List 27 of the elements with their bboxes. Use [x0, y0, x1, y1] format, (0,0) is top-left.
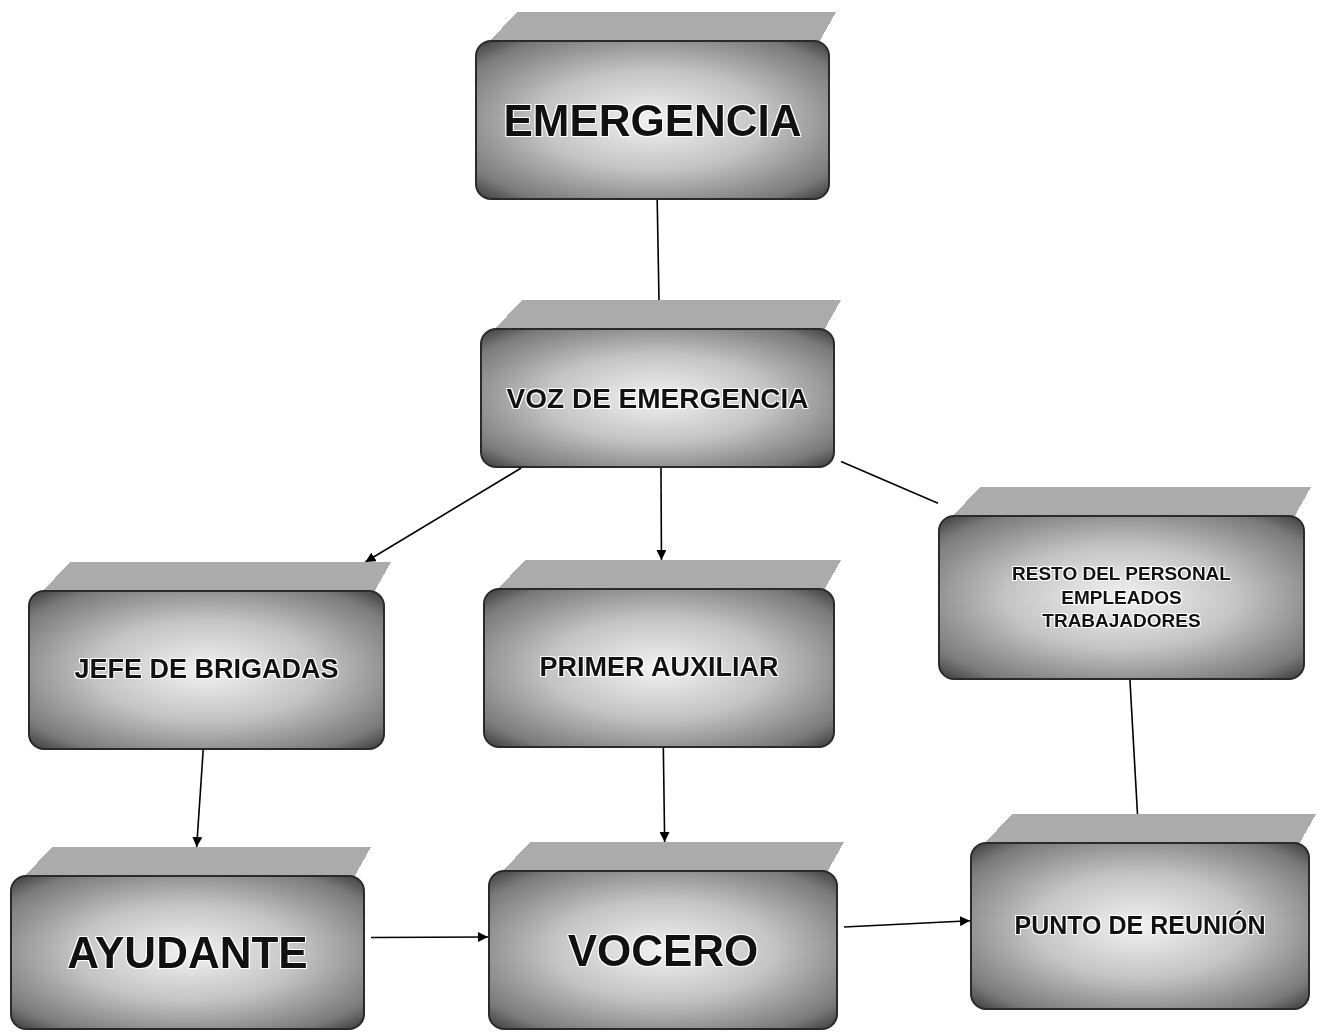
box-label: TRABAJADORES — [1042, 609, 1201, 634]
connector-line — [840, 460, 939, 505]
box-label: AYUDANTE — [67, 927, 308, 979]
process-box — [938, 487, 1311, 680]
box-label: VOCERO — [567, 924, 759, 977]
box-label: JEFE DE BRIGADAS — [74, 653, 339, 687]
arrow — [364, 467, 522, 563]
process-box — [475, 12, 836, 200]
process-box — [483, 560, 841, 748]
arrow — [192, 749, 204, 848]
box-label: PUNTO DE REUNIÓN — [1014, 910, 1266, 942]
box-label: VOZ DE EMERGENCIA — [506, 381, 809, 416]
process-box — [480, 300, 841, 468]
box-label: EMPLEADOS — [1061, 585, 1182, 610]
arrow — [659, 747, 670, 843]
connector-line — [656, 199, 660, 301]
process-box — [970, 814, 1316, 1010]
box-label: RESTO DEL PERSONAL — [1012, 561, 1231, 586]
arrow — [370, 932, 489, 942]
arrow — [843, 916, 971, 928]
box-label: PRIMER AUXILIAR — [539, 651, 779, 685]
process-box — [28, 562, 391, 750]
connector-line — [1129, 679, 1139, 815]
box-label: EMERGENCIA — [503, 94, 802, 147]
process-box — [488, 842, 844, 1030]
arrow — [656, 467, 667, 561]
process-box — [10, 847, 371, 1030]
